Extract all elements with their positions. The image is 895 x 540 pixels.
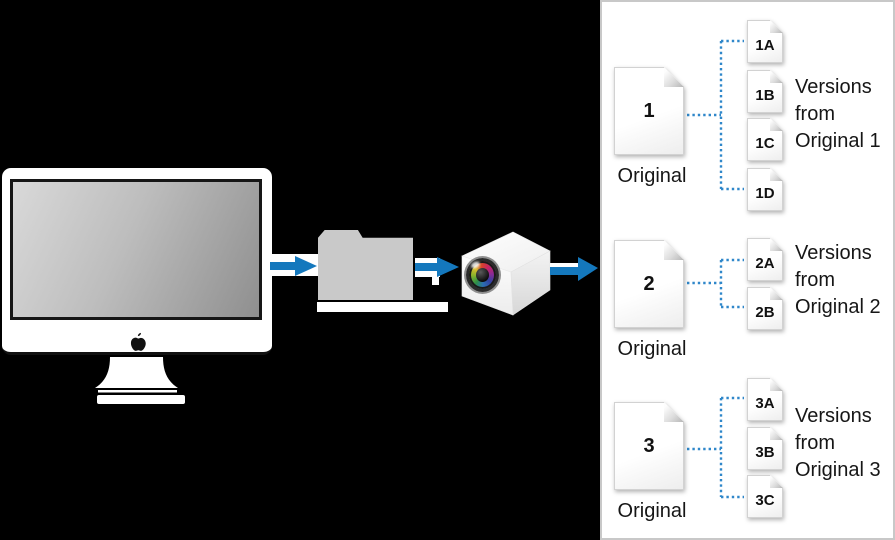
page-fold-icon (770, 238, 783, 251)
caption-line: Versions (795, 405, 872, 427)
folder-icon (318, 230, 413, 300)
version-label: 3B (755, 443, 775, 461)
dotted-connector-lines (687, 39, 744, 499)
right-arrow-icon (550, 257, 598, 281)
imac-stand (95, 357, 178, 393)
version-label: 1D (755, 184, 775, 202)
version-label: 1A (755, 36, 775, 54)
version-document-1b: 1B (747, 70, 783, 113)
page-fold-icon (770, 168, 783, 181)
original-document-1: 1 (614, 67, 684, 155)
caption-line: Versions (795, 242, 872, 264)
version-document-3b: 3B (747, 427, 783, 470)
right-arrow-icon (415, 257, 459, 285)
page-fold-icon (770, 427, 783, 440)
caption-line: Original 1 (795, 130, 881, 152)
version-label: 2A (755, 254, 775, 272)
versions-caption-3: Versions from Original 3 (795, 403, 895, 484)
version-label: 2B (755, 303, 775, 321)
original-caption-3: Original (617, 500, 687, 522)
page-fold-icon (770, 378, 783, 391)
original-document-2: 2 (614, 240, 684, 328)
page-fold-icon (664, 402, 684, 422)
version-document-2b: 2B (747, 287, 783, 330)
version-label: 3A (755, 394, 775, 412)
page-fold-icon (664, 240, 684, 260)
version-document-3c: 3C (747, 475, 783, 518)
version-label: 3C (755, 491, 775, 509)
folder-label-strip (317, 302, 448, 312)
version-document-1a: 1A (747, 20, 783, 63)
caption-line: from (795, 103, 835, 125)
caption-line: Original 2 (795, 296, 881, 318)
original-caption-2: Original (617, 338, 687, 360)
document-number: 1 (643, 99, 655, 122)
document-number: 3 (643, 434, 655, 457)
original-caption-1: Original (617, 165, 687, 187)
version-document-1c: 1C (747, 118, 783, 161)
right-arrow-icon (270, 254, 318, 276)
version-label: 1B (755, 86, 775, 104)
version-document-1d: 1D (747, 168, 783, 211)
original-document-3: 3 (614, 402, 684, 490)
imac-base (97, 395, 185, 404)
caption-line: from (795, 432, 835, 454)
apple-logo-icon (130, 332, 146, 351)
version-document-2a: 2A (747, 238, 783, 281)
page-fold-icon (770, 20, 783, 33)
versions-panel: 1 Original 1A 1B 1C 1D Versions from Ori… (600, 0, 895, 540)
page-fold-icon (770, 475, 783, 488)
version-label: 1C (755, 134, 775, 152)
version-document-3a: 3A (747, 378, 783, 421)
versions-caption-1: Versions from Original 1 (795, 74, 895, 155)
versions-caption-2: Versions from Original 2 (795, 240, 895, 321)
camera-lens-icon (466, 258, 499, 292)
caption-line: Original 3 (795, 459, 881, 481)
caption-line: from (795, 269, 835, 291)
imac-screen (10, 179, 262, 320)
document-number: 2 (643, 272, 655, 295)
caption-line: Versions (795, 76, 872, 98)
page-fold-icon (770, 118, 783, 131)
page-fold-icon (770, 70, 783, 83)
page-fold-icon (770, 287, 783, 300)
page-fold-icon (664, 67, 684, 87)
